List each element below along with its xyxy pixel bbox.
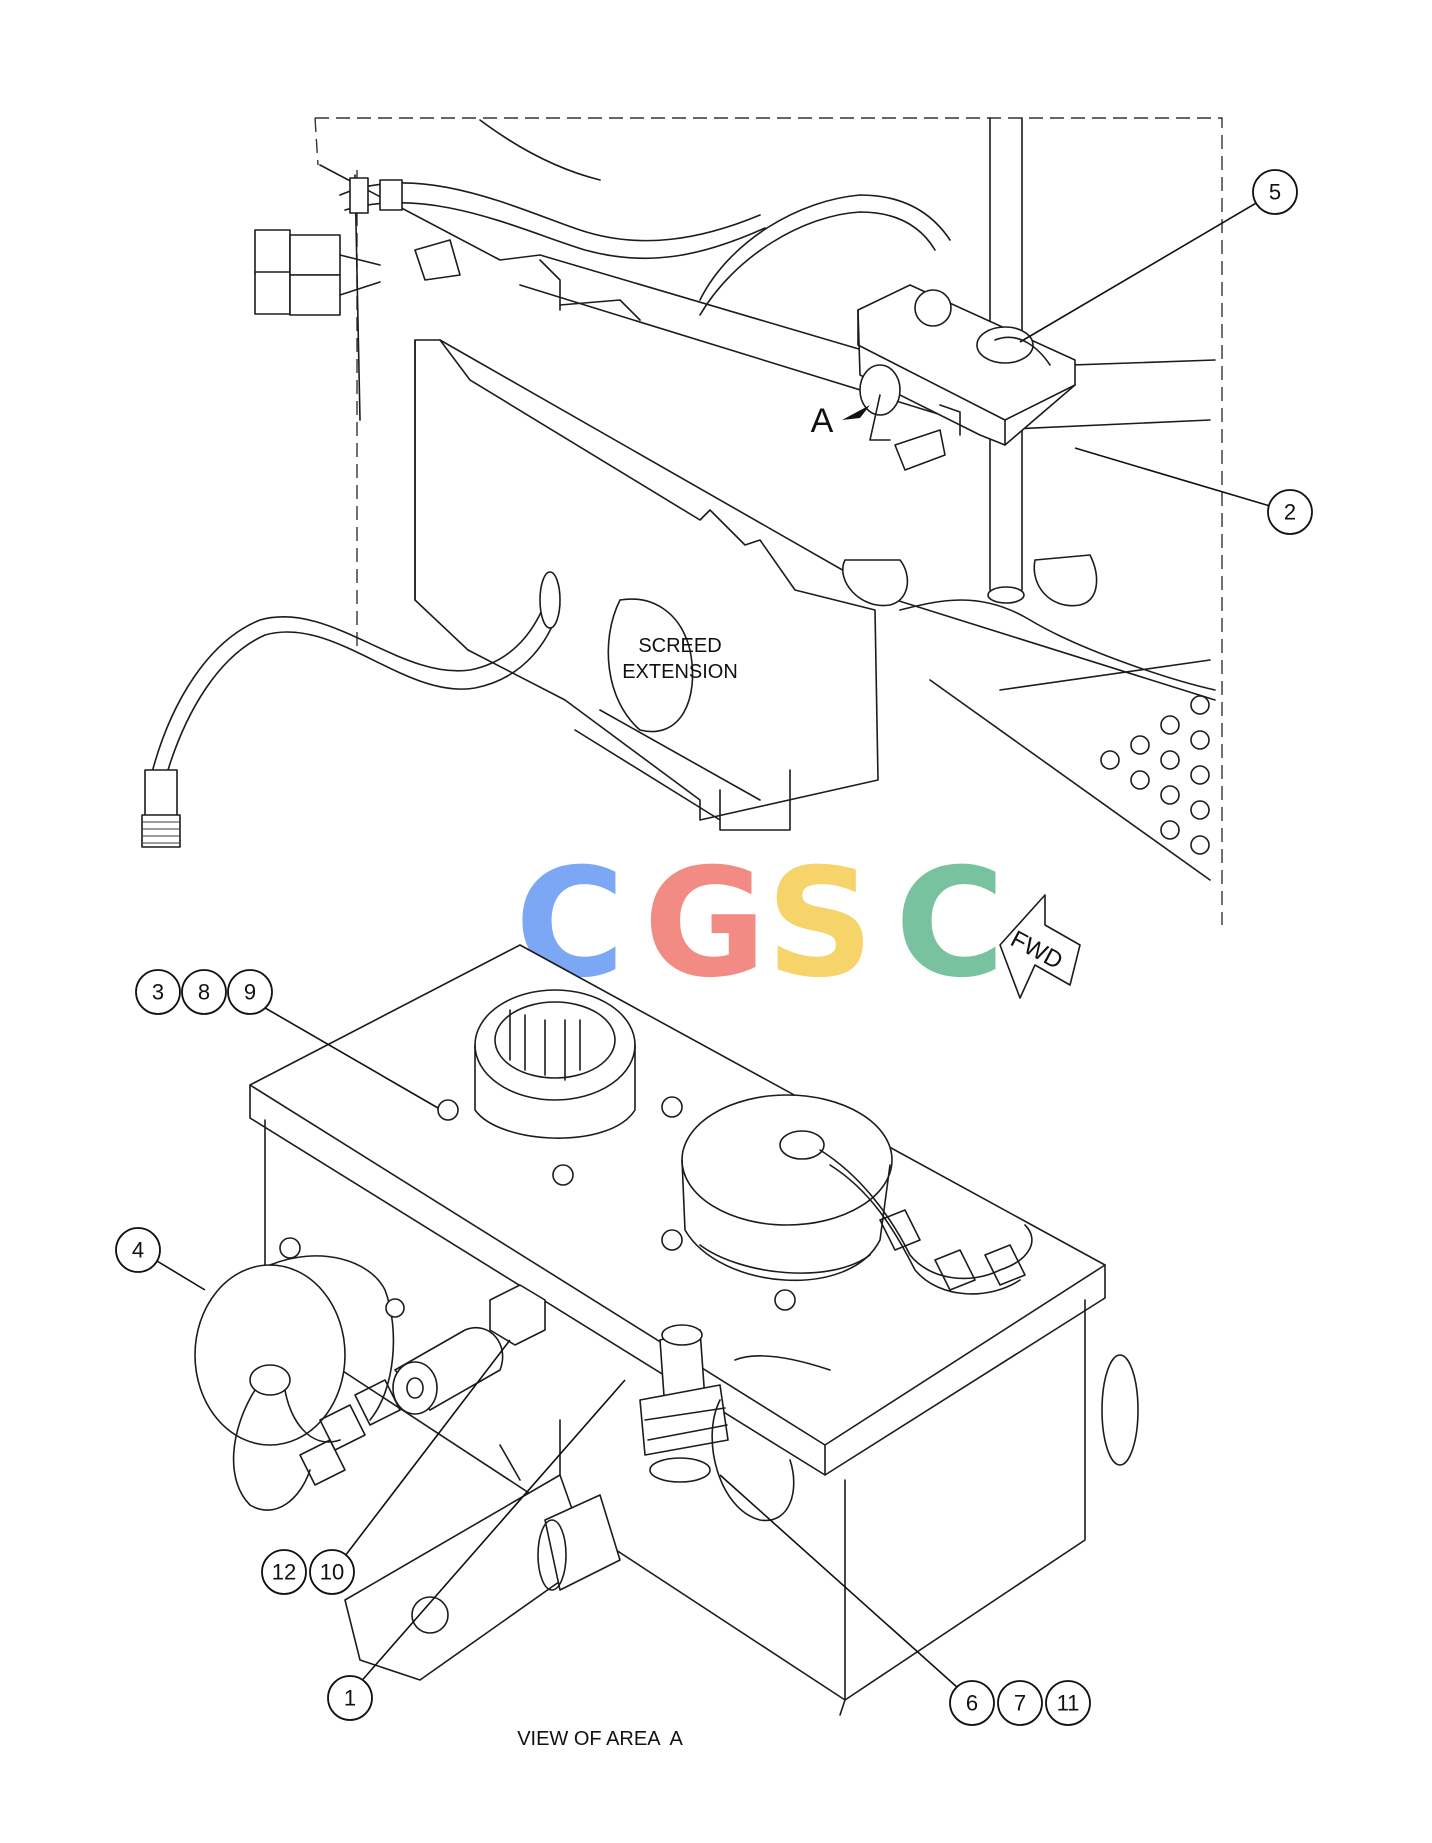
- callout-12: 12: [261, 1549, 307, 1595]
- svg-text:9: 9: [244, 980, 256, 1005]
- junction-box-detail: [194, 944, 1139, 1716]
- svg-text:1: 1: [344, 1686, 356, 1711]
- callout-9: 9: [227, 969, 439, 1109]
- watermark-letter-c2: C: [895, 837, 1005, 1011]
- cgsc-watermark: C G S C: [515, 837, 1005, 1011]
- callout-7: 7: [997, 1680, 1043, 1726]
- view-caption: VIEW OF AREA A: [517, 1728, 683, 1750]
- callout-1: 1: [327, 1379, 626, 1721]
- svg-text:3: 3: [152, 980, 164, 1005]
- watermark-letter-g: G: [643, 837, 766, 1011]
- svg-text:10: 10: [320, 1560, 344, 1585]
- screed-frame-assembly: [141, 117, 1223, 925]
- junction-box-small: [857, 284, 1076, 471]
- callout-10: 10: [309, 1339, 511, 1595]
- screed-label-line2: EXTENSION: [622, 661, 738, 683]
- svg-text:8: 8: [198, 980, 210, 1005]
- callout-5: 5: [1019, 169, 1298, 343]
- area-marker-label: A: [811, 402, 834, 440]
- callout-2: 2: [1074, 447, 1313, 535]
- svg-text:6: 6: [966, 1691, 978, 1716]
- fwd-arrow: FWD: [999, 894, 1081, 999]
- callout-3: 3: [135, 969, 181, 1015]
- svg-text:12: 12: [272, 1560, 296, 1585]
- watermark-letter-s: S: [766, 837, 874, 1011]
- svg-text:5: 5: [1269, 180, 1281, 205]
- callout-8: 8: [181, 969, 227, 1015]
- svg-text:2: 2: [1284, 500, 1296, 525]
- screed-label-line1: SCREED: [638, 635, 721, 657]
- svg-text:7: 7: [1014, 1691, 1026, 1716]
- callout-11: 11: [1045, 1680, 1091, 1726]
- callout-4: 4: [115, 1227, 206, 1291]
- callout-6: 6: [719, 1474, 995, 1726]
- svg-text:11: 11: [1057, 1691, 1080, 1716]
- area-marker-arrow: [842, 405, 870, 420]
- svg-text:4: 4: [132, 1238, 144, 1263]
